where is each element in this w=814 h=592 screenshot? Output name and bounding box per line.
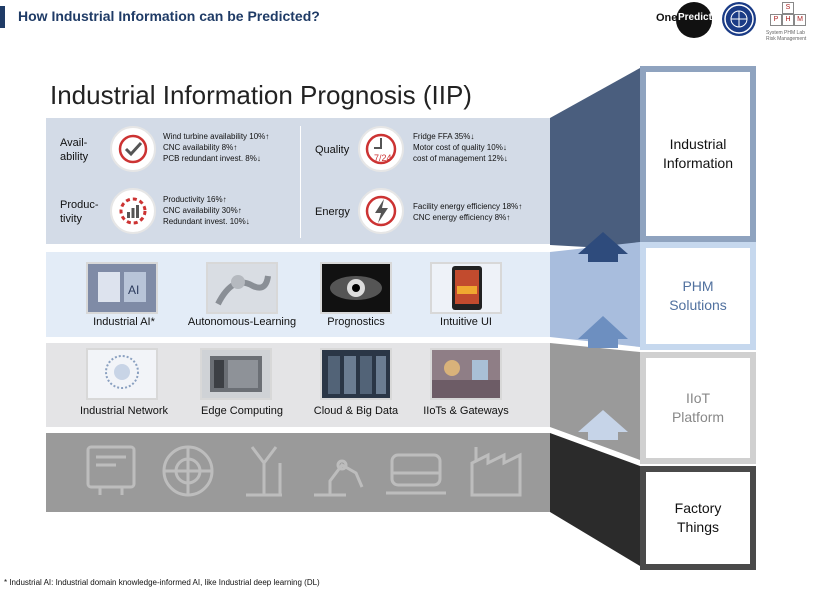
industrial-network-image bbox=[86, 348, 158, 400]
arrow-up-icon bbox=[578, 410, 628, 440]
arrow-up-icon bbox=[578, 316, 628, 348]
lab-letter: H bbox=[782, 14, 794, 26]
phm-item-label: Industrial AI* bbox=[93, 316, 155, 328]
industrial-information-box: Industrial Information bbox=[640, 66, 756, 242]
factory-icon bbox=[470, 447, 522, 497]
turbine-wheel-icon bbox=[162, 445, 214, 497]
energy-label: Energy bbox=[315, 206, 350, 218]
metric-line: Productivity 16%↑ bbox=[163, 195, 227, 204]
iip-divider bbox=[300, 126, 301, 238]
quality-label: Quality bbox=[315, 144, 350, 156]
logo-text: One bbox=[656, 12, 678, 24]
page-title: How Industrial Information can be Predic… bbox=[18, 8, 320, 24]
wind-turbine-icon bbox=[246, 446, 282, 497]
iiots-gateways-image bbox=[430, 348, 502, 400]
train-icon bbox=[386, 453, 446, 495]
robot-arm-icon bbox=[314, 459, 364, 497]
iiot-platform-box: IIoT Platform bbox=[640, 352, 756, 464]
footnote: * Industrial AI: Industrial domain knowl… bbox=[4, 578, 320, 587]
productivity-gear-icon bbox=[110, 188, 156, 234]
lab-letter: P bbox=[770, 14, 782, 26]
university-seal-logo bbox=[722, 2, 756, 36]
clock-text: 7/24 bbox=[374, 153, 392, 163]
autonomous-learning-image bbox=[206, 262, 278, 314]
intuitive-ui-image bbox=[430, 262, 502, 314]
svg-text:AI: AI bbox=[128, 283, 139, 297]
arrow-up-icon bbox=[578, 232, 628, 262]
iip-title: Industrial Information Prognosis (IIP) bbox=[50, 80, 472, 110]
factory-icons bbox=[86, 445, 522, 497]
productivity-metrics: Productivity 16%↑ CNC availability 30%↑ … bbox=[163, 194, 250, 227]
lab-letter: M bbox=[794, 14, 806, 26]
monitor-icon bbox=[86, 445, 136, 495]
iiot-item-label: Cloud & Big Data bbox=[313, 405, 399, 417]
cloud-big-data-image bbox=[320, 348, 392, 400]
metric-line: PCB redundant invest. 8%↓ bbox=[163, 154, 261, 163]
onepredict-logo: One Predict bbox=[652, 2, 712, 38]
lab-logo: S P H M System PHM Lab Risk Management bbox=[766, 2, 812, 42]
phm-item-label: Autonomous-Learning bbox=[187, 316, 297, 328]
availability-metrics: Wind turbine availability 10%↑ CNC avail… bbox=[163, 131, 269, 164]
metric-line: cost of management 12%↓ bbox=[413, 154, 508, 163]
metric-line: Wind turbine availability 10%↑ bbox=[163, 132, 270, 141]
iiot-item-label: IIoTs & Gateways bbox=[423, 405, 509, 417]
prognostics-eye-image bbox=[320, 262, 392, 314]
logo-circle-text: Predict bbox=[678, 12, 712, 23]
logo-circle: Predict bbox=[676, 2, 712, 38]
energy-metrics: Facility energy efficiency 18%↑ CNC ener… bbox=[413, 201, 522, 223]
metric-line: Fridge FFA 35%↓ bbox=[413, 132, 475, 141]
lab-letter: S bbox=[782, 2, 794, 14]
industrial-ai-image: AI bbox=[86, 262, 158, 314]
metric-line: Motor cost of quality 10%↓ bbox=[413, 143, 507, 152]
edge-computing-image bbox=[200, 348, 272, 400]
metric-line: CNC energy efficiency 8%↑ bbox=[413, 213, 511, 222]
energy-bolt-icon bbox=[358, 188, 404, 234]
phm-item-label: Intuitive UI bbox=[440, 316, 492, 328]
phm-item-label: Prognostics bbox=[327, 316, 385, 328]
availability-label: Avail- ability bbox=[60, 137, 89, 163]
factory-things-box: Factory Things bbox=[640, 466, 756, 570]
iiot-item-label: Industrial Network bbox=[79, 405, 169, 417]
quality-metrics: Fridge FFA 35%↓ Motor cost of quality 10… bbox=[413, 131, 508, 164]
phm-solutions-box: PHM Solutions bbox=[640, 242, 756, 350]
metric-line: CNC availability 8%↑ bbox=[163, 143, 238, 152]
quality-clock-icon: 7/24 bbox=[358, 126, 404, 172]
metric-line: Facility energy efficiency 18%↑ bbox=[413, 202, 523, 211]
metric-line: CNC availability 30%↑ bbox=[163, 206, 242, 215]
metric-line: Redundant invest. 10%↓ bbox=[163, 217, 250, 226]
lab-caption: System PHM Lab Risk Management bbox=[766, 30, 807, 42]
productivity-label: Produc- tivity bbox=[60, 199, 99, 225]
header-accent-bar bbox=[0, 6, 5, 28]
availability-check-icon bbox=[110, 126, 156, 172]
iiot-item-label: Edge Computing bbox=[201, 405, 283, 417]
